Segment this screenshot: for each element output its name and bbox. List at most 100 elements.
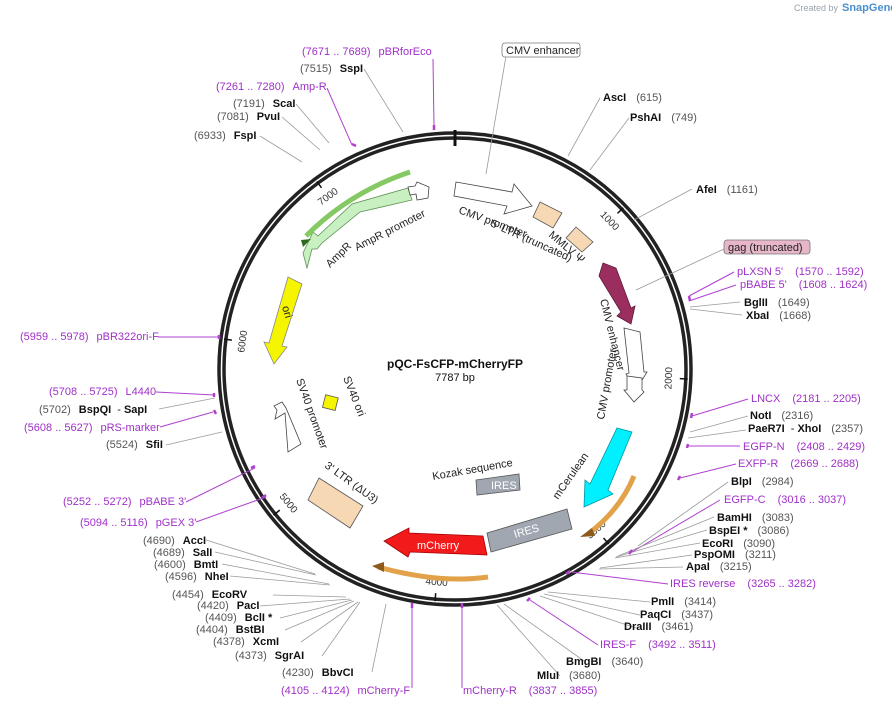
feature-ires-lower[interactable] [486, 508, 573, 553]
enzyme-ecorv[interactable]: (4454)EcoRV [172, 589, 248, 601]
feature-label-cmv-promoter-right: CMV promoter [595, 348, 619, 421]
gag-truncated-box-label: gag (truncated) [728, 242, 803, 254]
backbone [217, 130, 693, 607]
enzyme-nhei[interactable]: (4596)NheI [165, 571, 229, 583]
primer-exfp-r[interactable]: EXFP-R(2669 .. 2688) [738, 458, 859, 470]
enzyme-paci[interactable]: (4420)PacI [197, 600, 259, 612]
lead-bbvci [371, 603, 387, 673]
primer-pbr322ori-f[interactable]: (5959 .. 5978)pBR322ori-F [20, 331, 159, 343]
primer-ires-reverse[interactable]: IRES reverse(3265 .. 3282) [670, 578, 816, 590]
enzyme-draiii[interactable]: DraIII(3461) [624, 621, 693, 633]
lead-apai [598, 566, 684, 570]
feature-cmv-promoter-right[interactable] [623, 375, 645, 403]
enzyme-bglii[interactable]: BglII(1649) [744, 297, 810, 309]
enzyme-bamhi[interactable]: BamHI(3083) [717, 512, 794, 524]
tick-mark-5000 [273, 509, 281, 516]
enzyme-mlui[interactable]: MluI(3680) [537, 670, 601, 682]
enzyme-bmgbi[interactable]: BmgBI(3640) [566, 656, 643, 668]
feature-arc-orange-right-head [580, 528, 595, 537]
feature-5ltr[interactable] [532, 201, 563, 229]
enzyme-bmti[interactable]: (4600)BmtI [154, 559, 218, 571]
feature-mmlv-psi[interactable] [565, 226, 594, 253]
enzyme-xcmi[interactable]: (4378)XcmI [213, 636, 279, 648]
primer-plxsn-5[interactable]: pLXSN 5'(1570 .. 1592) [737, 266, 864, 278]
feature-ires-upper[interactable] [475, 473, 521, 496]
enzyme-sgrai[interactable]: (4373)SgrAI [235, 650, 304, 662]
enzyme-apai[interactable]: ApaI(3215) [686, 561, 752, 573]
feature-mcherry[interactable] [383, 527, 488, 558]
primer-lncx[interactable]: LNCX(2181 .. 2205) [751, 393, 861, 405]
lead-xbai [689, 308, 743, 316]
enzyme-paer7i-xhoi[interactable]: PaeR7I- XhoI(2357) [748, 423, 863, 435]
tick-mark-6000 [223, 338, 232, 341]
enzyme-afei[interactable]: AfeI(1161) [696, 184, 758, 196]
enzyme-blpi[interactable]: BlpI(2984) [731, 476, 794, 488]
feature-mcerulean[interactable] [583, 427, 633, 508]
primer-tick-prs-marker [212, 409, 218, 415]
enzyme-pshai[interactable]: PshAI(749) [630, 112, 697, 124]
enzyme-fspi[interactable]: (6933)FspI [194, 130, 256, 142]
enzyme-pvui[interactable]: (7081)PvuI [217, 111, 280, 123]
enzyme-sali[interactable]: (4689)SalI [153, 547, 212, 559]
enzyme-pmli[interactable]: PmlI(3414) [651, 596, 716, 608]
feature-arc-green-head [301, 239, 311, 247]
enzyme-labels: (7515)SspI (7191)ScaI (7081)PvuI (6933)F… [39, 63, 863, 682]
lead-bstbi [284, 600, 355, 631]
lead-pbabe3 [185, 467, 256, 503]
enzyme-sspi[interactable]: (7515)SspI [300, 63, 363, 75]
primer-amp-r[interactable]: (7261 .. 7280)Amp-R [216, 81, 327, 93]
primer-egfp-c[interactable]: EGFP-C(3016 .. 3037) [724, 494, 846, 506]
enzyme-bstbi[interactable]: (4404)BstBI [196, 624, 265, 636]
tick-label-2000: 2000 [663, 366, 675, 389]
feature-gag-truncated[interactable] [598, 262, 636, 325]
primer-ticks [212, 125, 694, 608]
primer-pbabe-5[interactable]: pBABE 5'(1608 .. 1624) [740, 279, 867, 291]
feature-3ltr[interactable] [307, 477, 364, 529]
primer-ires-f[interactable]: IRES-F(3492 .. 3511) [600, 639, 716, 651]
primer-prs-marker[interactable]: (5608 .. 5627)pRS-marker [24, 422, 160, 434]
enzyme-paqci[interactable]: PaqCI(3437) [640, 609, 713, 621]
primer-mcherry-r[interactable]: mCherry-R(3837 .. 3855) [463, 685, 597, 697]
watermark-brand: SnapGene [842, 2, 892, 14]
enzyme-asci[interactable]: AscI(615) [603, 92, 662, 104]
feature-sv40-ori[interactable] [321, 394, 339, 411]
primer-pgex-3[interactable]: (5094 .. 5116)pGEX 3' [80, 517, 196, 529]
gag-truncated-box[interactable] [723, 239, 811, 255]
feature-sv40-promoter[interactable] [273, 401, 302, 453]
feature-cmv-enhancer-top[interactable] [453, 181, 533, 215]
enzyme-bspqi-sapi[interactable]: (5702)BspQI- SapI [39, 404, 147, 416]
enzyme-xbai[interactable]: XbaI(1668) [746, 310, 811, 322]
primer-tick-lncx [689, 412, 694, 419]
primer-tick-egfp-n [685, 443, 690, 449]
feature-ori[interactable] [263, 276, 303, 365]
lead-exfp-r [679, 463, 737, 479]
enzyme-ecori[interactable]: EcoRI(3090) [702, 538, 775, 550]
enzyme-bbvci[interactable]: (4230)BbvCI [282, 667, 354, 679]
lead-scai [295, 103, 330, 144]
primer-pbabe-3[interactable]: (5252 .. 5272)pBABE 3' [63, 496, 186, 508]
lead-asci [567, 97, 601, 157]
enzyme-bspei[interactable]: BspEI *(3086) [709, 525, 789, 537]
enzyme-pspomi[interactable]: PspOMI(3211) [694, 549, 776, 561]
primer-egfp-n[interactable]: EGFP-N(2408 .. 2429) [743, 441, 865, 453]
primer-mcherry-f[interactable]: (4105 .. 4124)mCherry-F [281, 685, 410, 697]
primer-pbrforeco[interactable]: (7671 .. 7689)pBRforEco [302, 46, 432, 58]
lead-bcli [279, 599, 353, 619]
lead-mlui [496, 604, 561, 677]
lead-ires-f [529, 599, 599, 646]
tick-label-7000: 7000 [316, 186, 341, 208]
cmv-enhancer-box[interactable] [501, 42, 581, 58]
primer-l4440[interactable]: (5708 .. 5725)L4440 [49, 386, 156, 398]
enzyme-sfii[interactable]: (5524)SfiI [106, 439, 163, 451]
feature-ampr[interactable] [302, 187, 413, 270]
lead-pvui [281, 116, 321, 151]
feature-ampr-promoter[interactable] [407, 181, 430, 201]
cmv-enhancer-box-label: CMV enhancer [506, 45, 580, 57]
primer-tick-exfp-r [676, 475, 682, 481]
lead-bmgbi [503, 603, 585, 662]
enzyme-noti[interactable]: NotI(2316) [750, 410, 813, 422]
enzyme-scai[interactable]: (7191)ScaI [233, 98, 295, 110]
enzyme-acci[interactable]: (4690)AccI [143, 535, 206, 547]
lead-bmti [221, 563, 330, 585]
enzyme-bcli[interactable]: (4409)BclI * [205, 612, 273, 624]
